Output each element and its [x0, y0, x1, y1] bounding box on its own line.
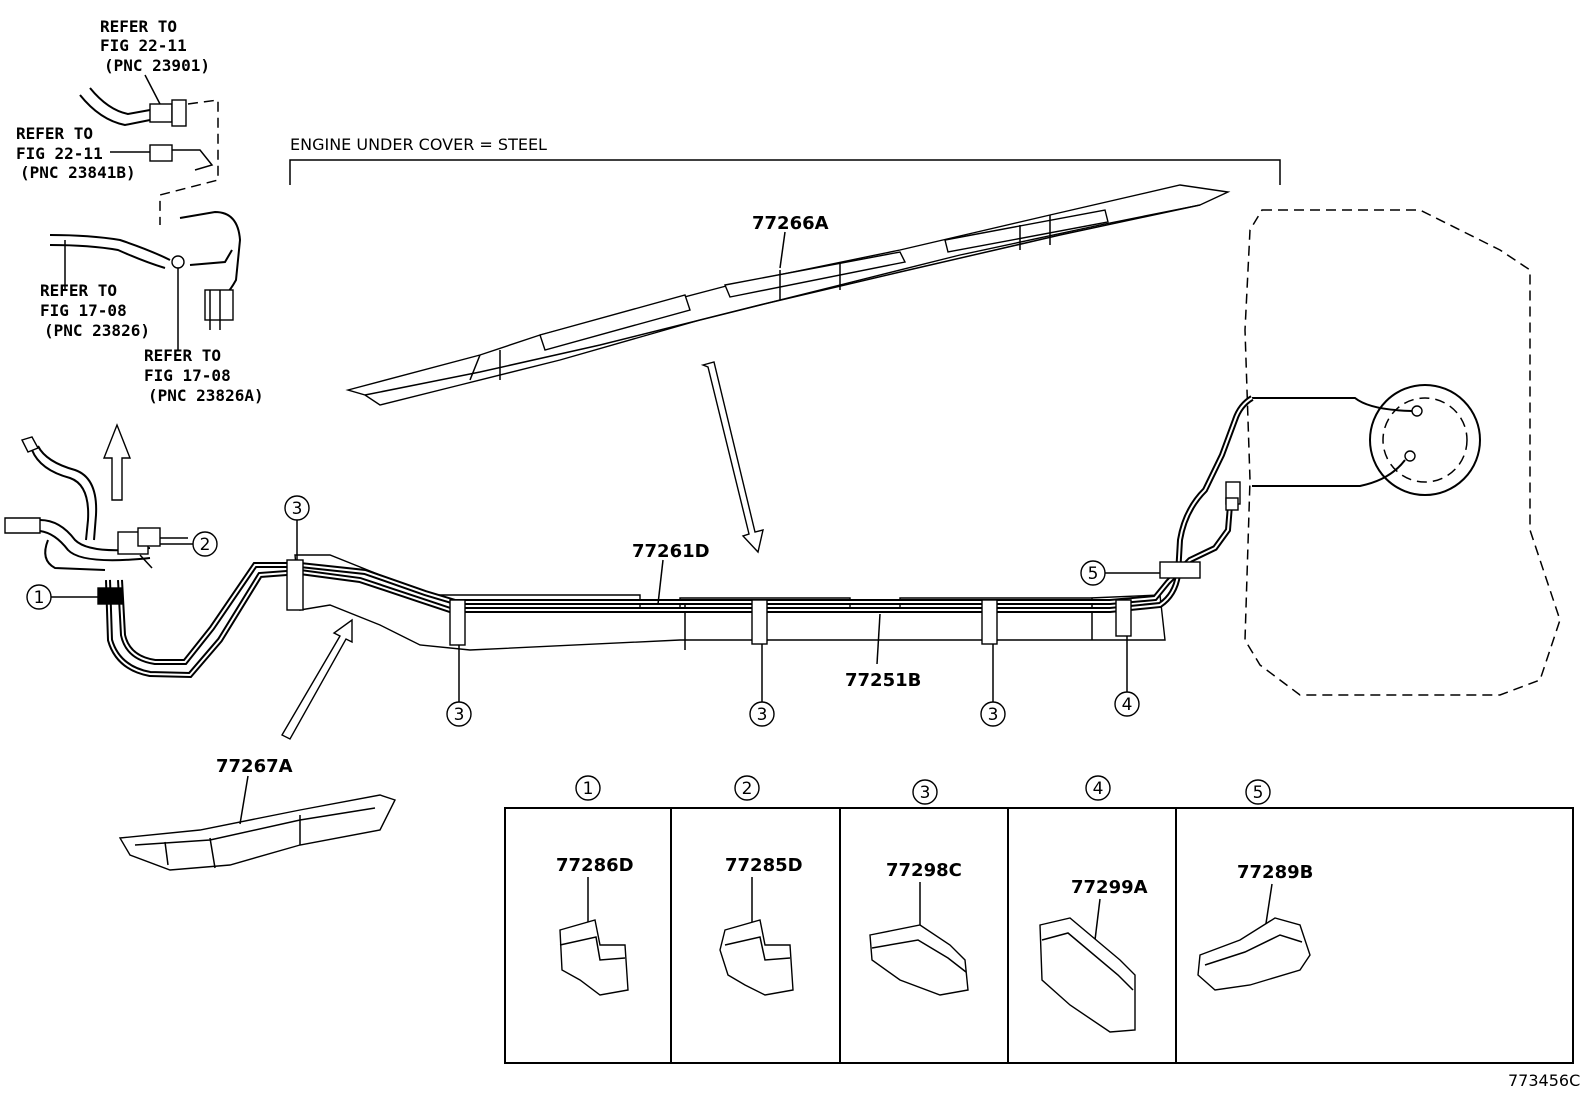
clamp-column-4: 4 77299A	[1039, 775, 1148, 1033]
svg-text:REFER TO: REFER TO	[40, 281, 117, 300]
svg-text:REFER TO: REFER TO	[16, 124, 93, 143]
callout-1-left: 1	[26, 584, 98, 610]
callout-2: 2	[160, 531, 218, 557]
clamp-column-5: 5 77289B	[1197, 779, 1313, 991]
svg-text:3: 3	[988, 705, 999, 725]
svg-text:2: 2	[742, 779, 753, 799]
svg-text:(PNC 23826A): (PNC 23826A)	[148, 386, 264, 405]
callout-4: 4	[1114, 636, 1140, 717]
svg-text:REFER TO: REFER TO	[100, 17, 177, 36]
clamp-column-1: 1 77286D	[556, 775, 634, 996]
svg-text:3: 3	[454, 705, 465, 725]
up-right-arrow-icon	[281, 618, 353, 740]
callout-3-c: 3	[980, 644, 1006, 727]
hose-assembly-top-left	[49, 74, 242, 350]
reference-label-23901: REFER TO FIG 22-11 (PNC 23901)	[100, 17, 210, 75]
part-number-77261d: 77261D	[632, 541, 710, 562]
callout-5: 5	[1080, 560, 1160, 586]
svg-text:FIG 22-11: FIG 22-11	[100, 36, 187, 55]
svg-text:4: 4	[1122, 695, 1133, 715]
part-number-77251b: 77251B	[845, 670, 921, 691]
svg-text:5: 5	[1088, 564, 1099, 584]
svg-text:3: 3	[920, 783, 931, 803]
cover-upper-77266a	[345, 184, 1231, 406]
svg-text:3: 3	[292, 499, 303, 519]
svg-text:5: 5	[1253, 783, 1264, 803]
clamp-table	[504, 807, 1574, 1064]
svg-text:4: 4	[1093, 779, 1104, 799]
up-arrow-icon	[102, 423, 132, 501]
svg-text:1: 1	[34, 588, 45, 608]
clamp-column-2: 2 77285D	[719, 775, 803, 996]
svg-text:2: 2	[200, 535, 211, 555]
svg-text:3: 3	[757, 705, 768, 725]
clamp-part-77286d: 77286D	[556, 855, 634, 876]
part-number-77266a: 77266A	[752, 213, 829, 234]
clamp-part-77285d: 77285D	[725, 855, 803, 876]
svg-text:(PNC 23901): (PNC 23901)	[104, 56, 210, 75]
part-number-77267a: 77267A	[216, 756, 293, 777]
down-arrow-icon	[700, 361, 764, 554]
engine-under-cover-bracket: ENGINE UNDER COVER = STEEL	[289, 135, 1281, 185]
cover-lower-77267a	[118, 775, 396, 871]
svg-text:FIG 17-08: FIG 17-08	[40, 301, 127, 320]
svg-text:FIG 17-08: FIG 17-08	[144, 366, 231, 385]
svg-text:REFER TO: REFER TO	[144, 346, 221, 365]
route-clamps	[286, 559, 1201, 646]
fuel-tube-route	[105, 395, 1254, 679]
clamp-part-77289b: 77289B	[1237, 862, 1313, 883]
reference-label-23826: REFER TO FIG 17-08 (PNC 23826)	[40, 281, 150, 340]
clamp-column-3: 3 77298C	[869, 779, 969, 996]
callout-3-top: 3	[284, 495, 310, 560]
callout-3-a: 3	[446, 645, 472, 727]
svg-text:(PNC 23826): (PNC 23826)	[44, 321, 150, 340]
callout-3-b: 3	[749, 644, 775, 727]
fuel-tank-outline	[1244, 209, 1561, 696]
reference-label-23841b: REFER TO FIG 22-11 (PNC 23841B)	[16, 124, 136, 182]
diagram-id: 773456C	[1508, 1071, 1580, 1090]
clamp-part-77298c: 77298C	[886, 860, 962, 881]
engine-side-pipes	[4, 436, 188, 605]
svg-text:1: 1	[583, 779, 594, 799]
svg-text:FIG 22-11: FIG 22-11	[16, 144, 103, 163]
reference-label-23826a: REFER TO FIG 17-08 (PNC 23826A)	[144, 346, 264, 405]
clamp-part-77299a: 77299A	[1071, 877, 1148, 898]
svg-text:ENGINE UNDER COVER = STEEL: ENGINE UNDER COVER = STEEL	[290, 135, 547, 154]
svg-text:(PNC 23841B): (PNC 23841B)	[20, 163, 136, 182]
